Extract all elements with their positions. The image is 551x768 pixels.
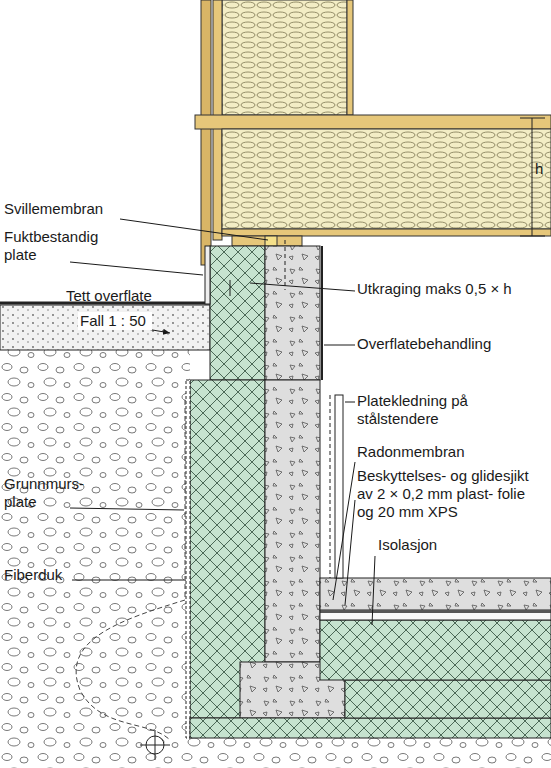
- part-label: Platekledning på stålstendere: [357, 392, 532, 428]
- part-label: Utkraging maks 0,5 × h: [357, 280, 537, 298]
- part-label: Isolasjon: [378, 536, 498, 554]
- part-label: Overflatebehandling: [357, 335, 547, 353]
- part-label: Fall 1 : 50: [78, 312, 152, 330]
- part-label: Svillemembran: [4, 200, 134, 218]
- part-label: Tett overflate: [66, 287, 196, 305]
- part-label: Radonmembran: [357, 443, 527, 461]
- part-label: Beskyttelses- og glidesjikt av 2 × 0,2 m…: [357, 467, 542, 521]
- part-label: h: [535, 160, 549, 178]
- part-label: Fuktbestandig plate: [4, 228, 104, 264]
- part-label: Fiberduk: [4, 566, 84, 584]
- part-label: Grunnmurs- plate: [4, 475, 94, 511]
